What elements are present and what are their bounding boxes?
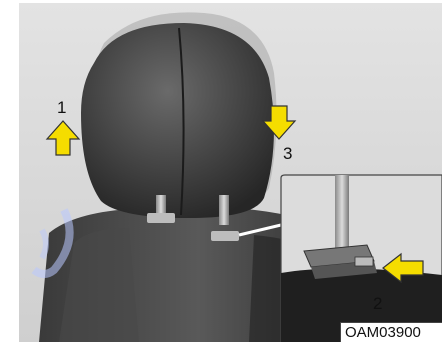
release-button-inset: 2 xyxy=(281,175,442,342)
headrest-drawing: 1 3 2 xyxy=(19,3,442,342)
watermark-logo xyxy=(24,200,84,280)
headrest-post-left xyxy=(156,195,166,215)
headrest-post-right xyxy=(219,195,229,225)
post-collar-left xyxy=(147,213,175,223)
post-collar-right xyxy=(211,231,239,241)
figure-code: OAM03900 xyxy=(340,322,442,342)
release-button xyxy=(355,257,373,266)
step-label-1: 1 xyxy=(57,98,66,117)
step-label-3: 3 xyxy=(283,144,292,163)
step-label-2: 2 xyxy=(373,294,382,313)
headrest-illustration: 1 3 2 OAM03900 xyxy=(19,3,442,342)
headrest xyxy=(81,23,274,218)
